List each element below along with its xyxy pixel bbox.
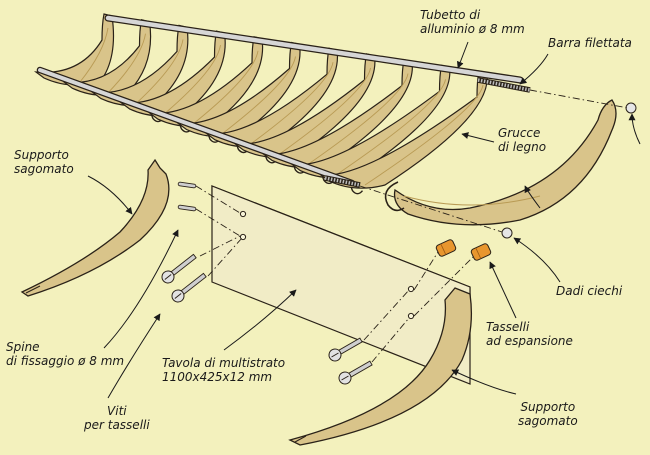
expansion-anchors — [435, 239, 492, 261]
leader-arrows — [87, 41, 641, 399]
label-line: per tasselli — [84, 418, 150, 432]
threaded-rod — [324, 77, 531, 188]
label-line: Tubetto di — [420, 8, 481, 22]
label-expansion-anchors: Tasselli ad espansione — [486, 320, 573, 348]
hanger-shading — [336, 79, 446, 176]
dowels — [177, 181, 197, 212]
hanger — [33, 13, 115, 86]
hanger-shading — [250, 62, 334, 145]
hanger-shading — [193, 50, 259, 124]
cap-nuts — [501, 102, 637, 239]
screws — [161, 253, 373, 385]
label-cap-nuts: Dadi ciechi — [556, 284, 622, 298]
hanger-shading — [165, 45, 221, 114]
label-line: di fissaggio ø 8 mm — [6, 354, 125, 368]
label-line: 1100x425x12 mm — [162, 370, 273, 384]
label-line: Tasselli — [486, 320, 530, 334]
label-line: Supporto — [520, 400, 576, 414]
tube-lower — [36, 66, 356, 187]
label-line: Tavola di multistrato — [162, 356, 286, 370]
label-line: sagomato — [518, 414, 578, 428]
hanger-shading — [79, 27, 109, 83]
plywood-board — [211, 185, 471, 385]
label-plywood-board: Tavola di multistrato 1100x425x12 mm — [162, 356, 285, 384]
wooden-hangers — [33, 13, 488, 195]
shaped-support-left — [20, 158, 170, 297]
label-line: sagomato — [14, 162, 74, 176]
hanger-shading — [108, 33, 146, 93]
label-shaped-support-bottom: Supporto sagomato — [518, 400, 578, 428]
label-line: Supporto — [14, 148, 69, 162]
label-aluminium-tube: Tubetto di alluminio ø 8 mm — [420, 8, 525, 36]
alignment-lines — [195, 89, 629, 363]
label-line: Grucce — [498, 126, 541, 140]
label-dowels: Spine di fissaggio ø 8 mm — [6, 340, 124, 368]
label-shaped-support-top: Supporto sagomato — [14, 148, 74, 176]
hanger-shading — [307, 73, 409, 165]
label-line: Spine — [6, 340, 40, 354]
hanger-shading — [279, 67, 371, 155]
hanger-shading — [222, 56, 296, 134]
label-wooden-hangers: Grucce di legno — [498, 126, 546, 154]
label-line: Viti — [107, 404, 127, 418]
front-hanger — [384, 99, 617, 226]
hanger-shading — [364, 84, 484, 186]
label-line: Dadi ciechi — [556, 284, 623, 298]
label-line: di legno — [498, 140, 547, 154]
aluminium-tube — [104, 14, 524, 84]
label-line: ad espansione — [486, 334, 573, 348]
label-line: Barra filettata — [548, 36, 632, 50]
label-screws: Viti per tasselli — [84, 404, 150, 432]
shaped-support-right — [288, 287, 472, 446]
hanger-shading — [136, 39, 184, 103]
label-line: alluminio ø 8 mm — [420, 22, 525, 36]
label-threaded-rod: Barra filettata — [548, 36, 632, 50]
